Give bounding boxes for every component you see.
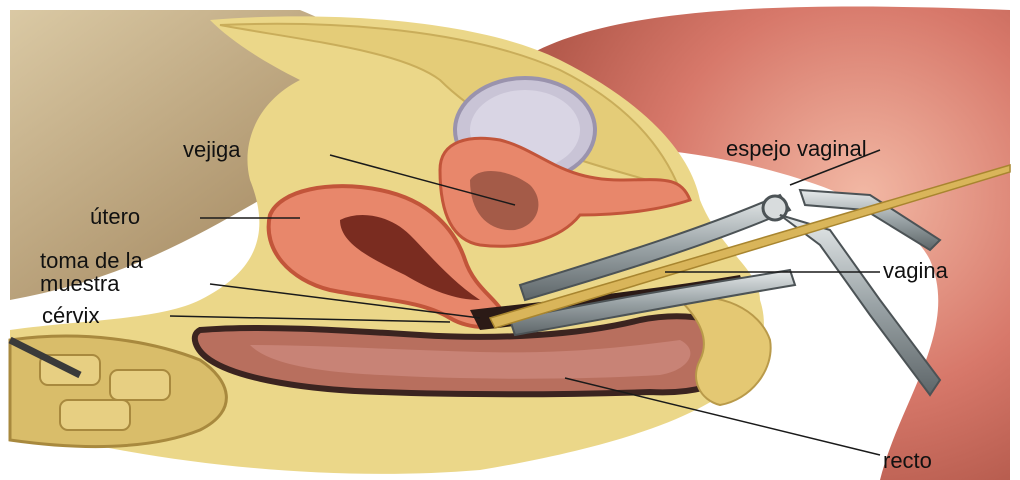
- label-recto: recto: [883, 450, 932, 472]
- label-espejo-vaginal: espejo vaginal: [726, 138, 867, 160]
- vertebra-2: [110, 370, 170, 400]
- label-toma-line2: muestra: [40, 273, 119, 295]
- vertebra-3: [60, 400, 130, 430]
- label-toma-line1: toma de la: [40, 250, 143, 272]
- label-utero: útero: [90, 206, 140, 228]
- label-cervix: cérvix: [42, 305, 99, 327]
- label-vejiga: vejiga: [183, 139, 240, 161]
- label-vagina: vagina: [883, 260, 948, 282]
